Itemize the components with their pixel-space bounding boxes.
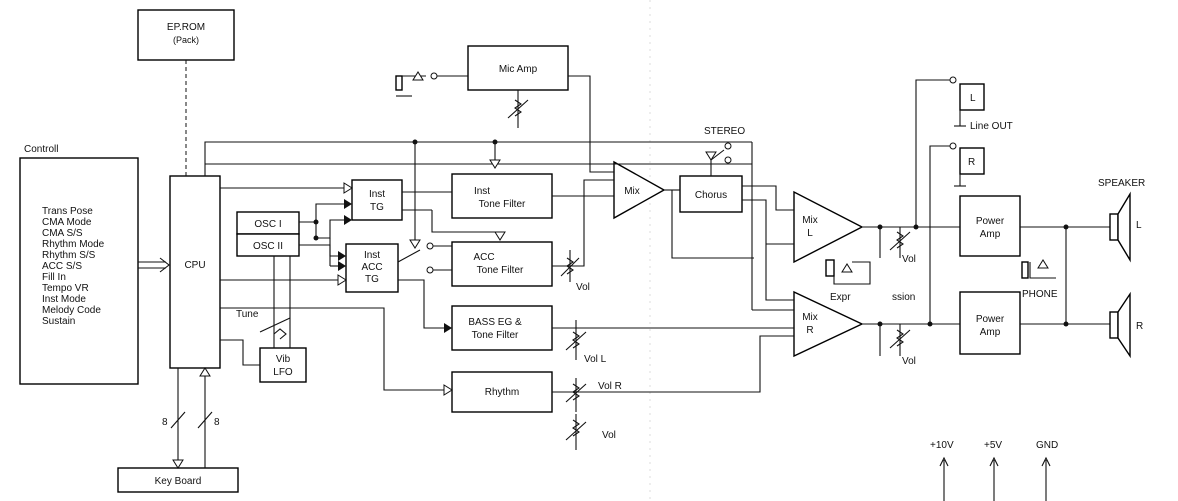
svg-text:Mic Amp: Mic Amp bbox=[499, 64, 538, 75]
svg-text:Mix: Mix bbox=[624, 186, 640, 197]
power-amp-r-block: Power Amp bbox=[959, 291, 1021, 355]
pot-mix-l bbox=[889, 227, 911, 258]
svg-text:LFO: LFO bbox=[273, 367, 293, 378]
vol-l-label: Vol L bbox=[584, 354, 607, 365]
svg-text:Tone Filter: Tone Filter bbox=[479, 199, 526, 210]
labels: Tune STEREO Vol Vol L Vol R Vol Vol Vol … bbox=[236, 93, 1145, 451]
svg-text:OSC II: OSC II bbox=[253, 241, 283, 252]
controll-item: Fill In bbox=[42, 272, 66, 283]
svg-text:TG: TG bbox=[370, 202, 384, 213]
eprom-block: EP.ROM (Pack) bbox=[137, 9, 235, 61]
wires: 8 8 bbox=[138, 60, 1131, 501]
svg-text:EP.ROM: EP.ROM bbox=[167, 22, 205, 33]
mix-block: Mix bbox=[613, 160, 666, 220]
controll-item: CMA S/S bbox=[42, 228, 83, 239]
stereo-label: STEREO bbox=[704, 126, 745, 137]
vib-lfo-block: Vib LFO bbox=[259, 347, 307, 383]
mic-amp-block: Mic Amp bbox=[467, 45, 569, 91]
pot-rhythm bbox=[565, 414, 587, 450]
bass-eg-block: BASS EG & Tone Filter bbox=[451, 305, 553, 351]
controll-items: Trans Pose CMA Mode CMA S/S Rhythm Mode … bbox=[42, 206, 105, 327]
ssion-label: ssion bbox=[892, 292, 915, 303]
controll-item: Sustain bbox=[42, 316, 75, 327]
vol-mix-r-label: Vol bbox=[902, 356, 916, 367]
line-r-label: R bbox=[968, 157, 975, 168]
svg-text:Power: Power bbox=[976, 314, 1005, 325]
inst-tone-filter-block: Inst Tone Filter bbox=[451, 173, 553, 219]
pot-vol-l bbox=[565, 320, 587, 360]
controll-item: CMA Mode bbox=[42, 217, 92, 228]
svg-text:ACC: ACC bbox=[361, 262, 382, 273]
power-amp-l-block: Power Amp bbox=[959, 195, 1021, 257]
phone-label: PHONE bbox=[1022, 289, 1058, 300]
power-label: +5V bbox=[984, 440, 1002, 451]
bus-width-right: 8 bbox=[214, 417, 220, 428]
controll-item: Melody Code bbox=[42, 305, 101, 316]
pot-mix-r bbox=[889, 324, 911, 356]
tune-label: Tune bbox=[236, 309, 259, 320]
pot-mic bbox=[507, 90, 529, 128]
inst-tg-block: Inst TG bbox=[351, 179, 403, 221]
mix-l-block: Mix L bbox=[793, 190, 864, 264]
svg-text:Inst: Inst bbox=[364, 250, 380, 261]
speaker-l-label: L bbox=[1136, 220, 1142, 231]
svg-text:Amp: Amp bbox=[980, 327, 1001, 338]
inst-acc-tg-block: Inst ACC TG bbox=[345, 243, 399, 293]
svg-text:Tone Filter: Tone Filter bbox=[477, 265, 524, 276]
svg-text:CPU: CPU bbox=[184, 260, 205, 271]
controll-block: Controll Trans Pose CMA Mode CMA S/S Rhy… bbox=[19, 144, 139, 385]
svg-text:L: L bbox=[807, 228, 813, 239]
osc1-block: OSC I bbox=[236, 211, 300, 235]
svg-text:OSC I: OSC I bbox=[254, 219, 281, 230]
svg-text:Inst: Inst bbox=[474, 186, 490, 197]
keyboard-block: Key Board bbox=[117, 467, 239, 493]
power-label: GND bbox=[1036, 440, 1058, 451]
svg-text:ACC: ACC bbox=[473, 252, 494, 263]
acc-tone-filter-block: ACC Tone Filter bbox=[451, 241, 553, 287]
controll-item: Tempo VR bbox=[42, 283, 89, 294]
line-out-label: Line OUT bbox=[970, 121, 1013, 132]
chorus-block: Chorus bbox=[679, 175, 743, 213]
bus-width-left: 8 bbox=[162, 417, 168, 428]
power-label: +10V bbox=[930, 440, 954, 451]
controll-item: Inst Mode bbox=[42, 294, 86, 305]
svg-text:Amp: Amp bbox=[980, 229, 1001, 240]
rhythm-block: Rhythm bbox=[451, 371, 553, 413]
vol-mix-l-label: Vol bbox=[902, 254, 916, 265]
svg-text:Inst: Inst bbox=[369, 189, 385, 200]
vol-r-label: Vol R bbox=[598, 381, 622, 392]
expr-label: Expr bbox=[830, 292, 851, 303]
osc2-block: OSC II bbox=[236, 233, 300, 257]
vol-rhythm-label: Vol bbox=[602, 430, 616, 441]
controll-item: ACC S/S bbox=[42, 261, 82, 272]
svg-text:Mix: Mix bbox=[802, 215, 818, 226]
speaker-label: SPEAKER bbox=[1098, 178, 1145, 189]
controll-item: Trans Pose bbox=[42, 206, 93, 217]
svg-text:TG: TG bbox=[365, 274, 379, 285]
svg-text:Rhythm: Rhythm bbox=[485, 387, 519, 398]
cpu-block: CPU bbox=[169, 175, 221, 369]
svg-text:R: R bbox=[806, 325, 813, 336]
controll-item: Rhythm S/S bbox=[42, 250, 96, 261]
controll-title: Controll bbox=[24, 144, 58, 155]
svg-text:Tone Filter: Tone Filter bbox=[472, 330, 519, 341]
controll-item: Rhythm Mode bbox=[42, 239, 105, 250]
svg-text:Vib: Vib bbox=[276, 354, 291, 365]
svg-text:Power: Power bbox=[976, 216, 1005, 227]
svg-text:Key Board: Key Board bbox=[155, 476, 202, 487]
speaker-r-label: R bbox=[1136, 321, 1143, 332]
pot-acc bbox=[560, 250, 580, 282]
svg-text:Mix: Mix bbox=[802, 312, 818, 323]
svg-text:(Pack): (Pack) bbox=[173, 35, 199, 45]
mix-r-block: Mix R bbox=[793, 290, 864, 358]
pot-vol-r bbox=[565, 378, 587, 412]
line-l-label: L bbox=[970, 93, 976, 104]
vol-acc-label: Vol bbox=[576, 282, 590, 293]
svg-text:Chorus: Chorus bbox=[695, 190, 727, 201]
svg-text:BASS EG &: BASS EG & bbox=[468, 317, 522, 328]
